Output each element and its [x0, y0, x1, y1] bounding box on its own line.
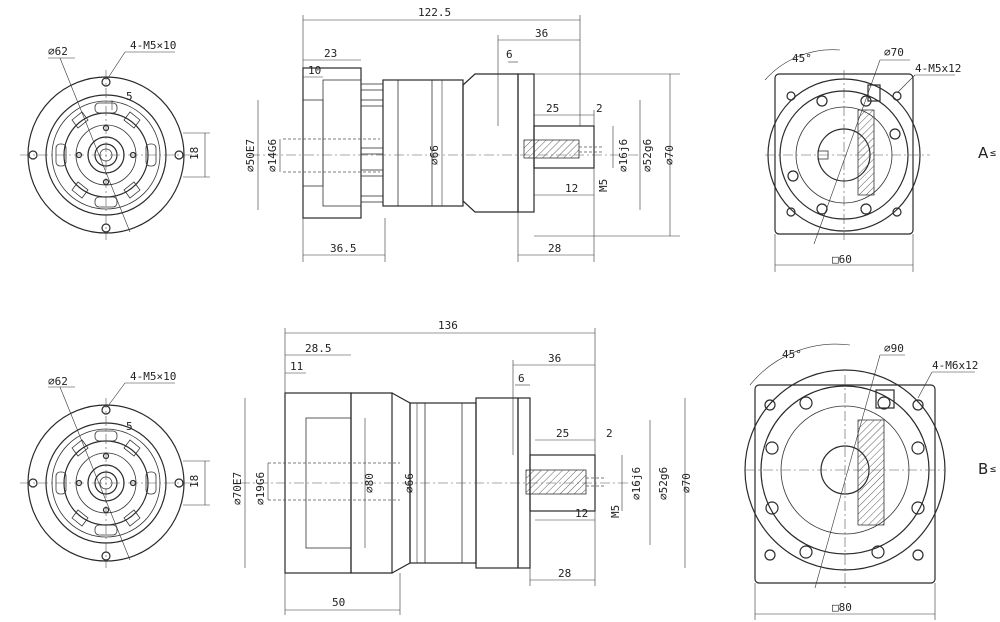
- bottom-flange-five: 5: [126, 420, 133, 433]
- top-end-view: 45° ⌀70 4-M5x12 □60: [764, 46, 961, 272]
- bottom-side-12: 12: [575, 507, 588, 520]
- top-side-36-5: 36.5: [330, 242, 357, 255]
- bottom-side-25: 25: [556, 427, 569, 440]
- top-end-dia: ⌀70: [884, 46, 904, 59]
- bottom-side-11: 11: [290, 360, 303, 373]
- top-flange-five: 5: [126, 90, 133, 103]
- bottom-flange-holes: 4-M5×10: [130, 370, 176, 383]
- top-side-23: 23: [324, 47, 337, 60]
- top-side-16: ⌀16j6: [617, 139, 630, 172]
- bottom-end-square: □80: [832, 601, 852, 614]
- top-side-6: 6: [506, 48, 513, 61]
- top-side-2: 2: [596, 102, 603, 115]
- label-a-mark: ≤: [990, 148, 996, 159]
- bottom-side-36: 36: [548, 352, 561, 365]
- top-flange-holes: 4-M5×10: [130, 39, 176, 52]
- top-flange-eighteen: 18: [188, 147, 201, 160]
- top-side-70: ⌀70: [663, 145, 676, 165]
- bottom-side-66: ⌀66: [403, 473, 416, 493]
- top-flange-dia: ⌀62: [48, 45, 68, 58]
- top-end-angle: 45°: [792, 52, 812, 65]
- bottom-end-dia: ⌀90: [884, 342, 904, 355]
- bottom-side-2: 2: [606, 427, 613, 440]
- bottom-side-28: 28: [558, 567, 571, 580]
- bottom-side-view: 136 28.5 11 36 6 25 2 12 28 50 ⌀70E7 ⌀19…: [231, 319, 693, 615]
- bottom-side-70: ⌀70: [680, 473, 693, 493]
- top-side-m5: M5: [597, 179, 610, 192]
- top-side-52: ⌀52g6: [641, 139, 654, 172]
- top-end-square: □60: [832, 253, 852, 266]
- bottom-side-50: 50: [332, 596, 345, 609]
- bottom-side-19: ⌀19G6: [254, 472, 267, 505]
- top-side-14: ⌀14G6: [266, 139, 279, 172]
- bottom-side-m5: M5: [609, 505, 622, 518]
- bottom-side-52: ⌀52g6: [657, 467, 670, 500]
- top-flange-view: ⌀62 4-M5×10 5 18: [20, 39, 210, 240]
- bottom-side-total: 136: [438, 319, 458, 332]
- label-b-mark: ≤: [990, 464, 996, 475]
- bottom-side-28-5: 28.5: [305, 342, 332, 355]
- bottom-flange-dia: ⌀62: [48, 375, 68, 388]
- top-side-total: 122.5: [418, 6, 451, 19]
- top-side-66: ⌀66: [428, 145, 441, 165]
- bottom-end-angle: 45°: [782, 348, 802, 361]
- top-end-holes: 4-M5x12: [915, 62, 961, 75]
- bottom-side-80: ⌀80: [363, 473, 376, 493]
- bottom-flange-eighteen: 18: [188, 475, 201, 488]
- top-side-view: 122.5 36 23 10 6 25 2 12 36.5 28 ⌀50E7 ⌀…: [244, 6, 680, 262]
- top-side-50: ⌀50E7: [244, 139, 257, 172]
- top-side-10: 10: [308, 64, 321, 77]
- top-side-12: 12: [565, 182, 578, 195]
- bottom-end-holes: 4-M6x12: [932, 359, 978, 372]
- top-side-25: 25: [546, 102, 559, 115]
- bottom-flange-view: ⌀62 4-M5×10 5 18: [20, 370, 210, 568]
- bottom-side-70e7: ⌀70E7: [231, 472, 244, 505]
- label-a: A: [978, 144, 989, 162]
- bottom-end-view: 45° ⌀90 4-M6x12 □80: [744, 342, 978, 620]
- bottom-side-6: 6: [518, 372, 525, 385]
- label-b: B: [978, 460, 988, 478]
- top-side-36: 36: [535, 27, 548, 40]
- top-side-28: 28: [548, 242, 561, 255]
- bottom-side-16: ⌀16j6: [630, 467, 643, 500]
